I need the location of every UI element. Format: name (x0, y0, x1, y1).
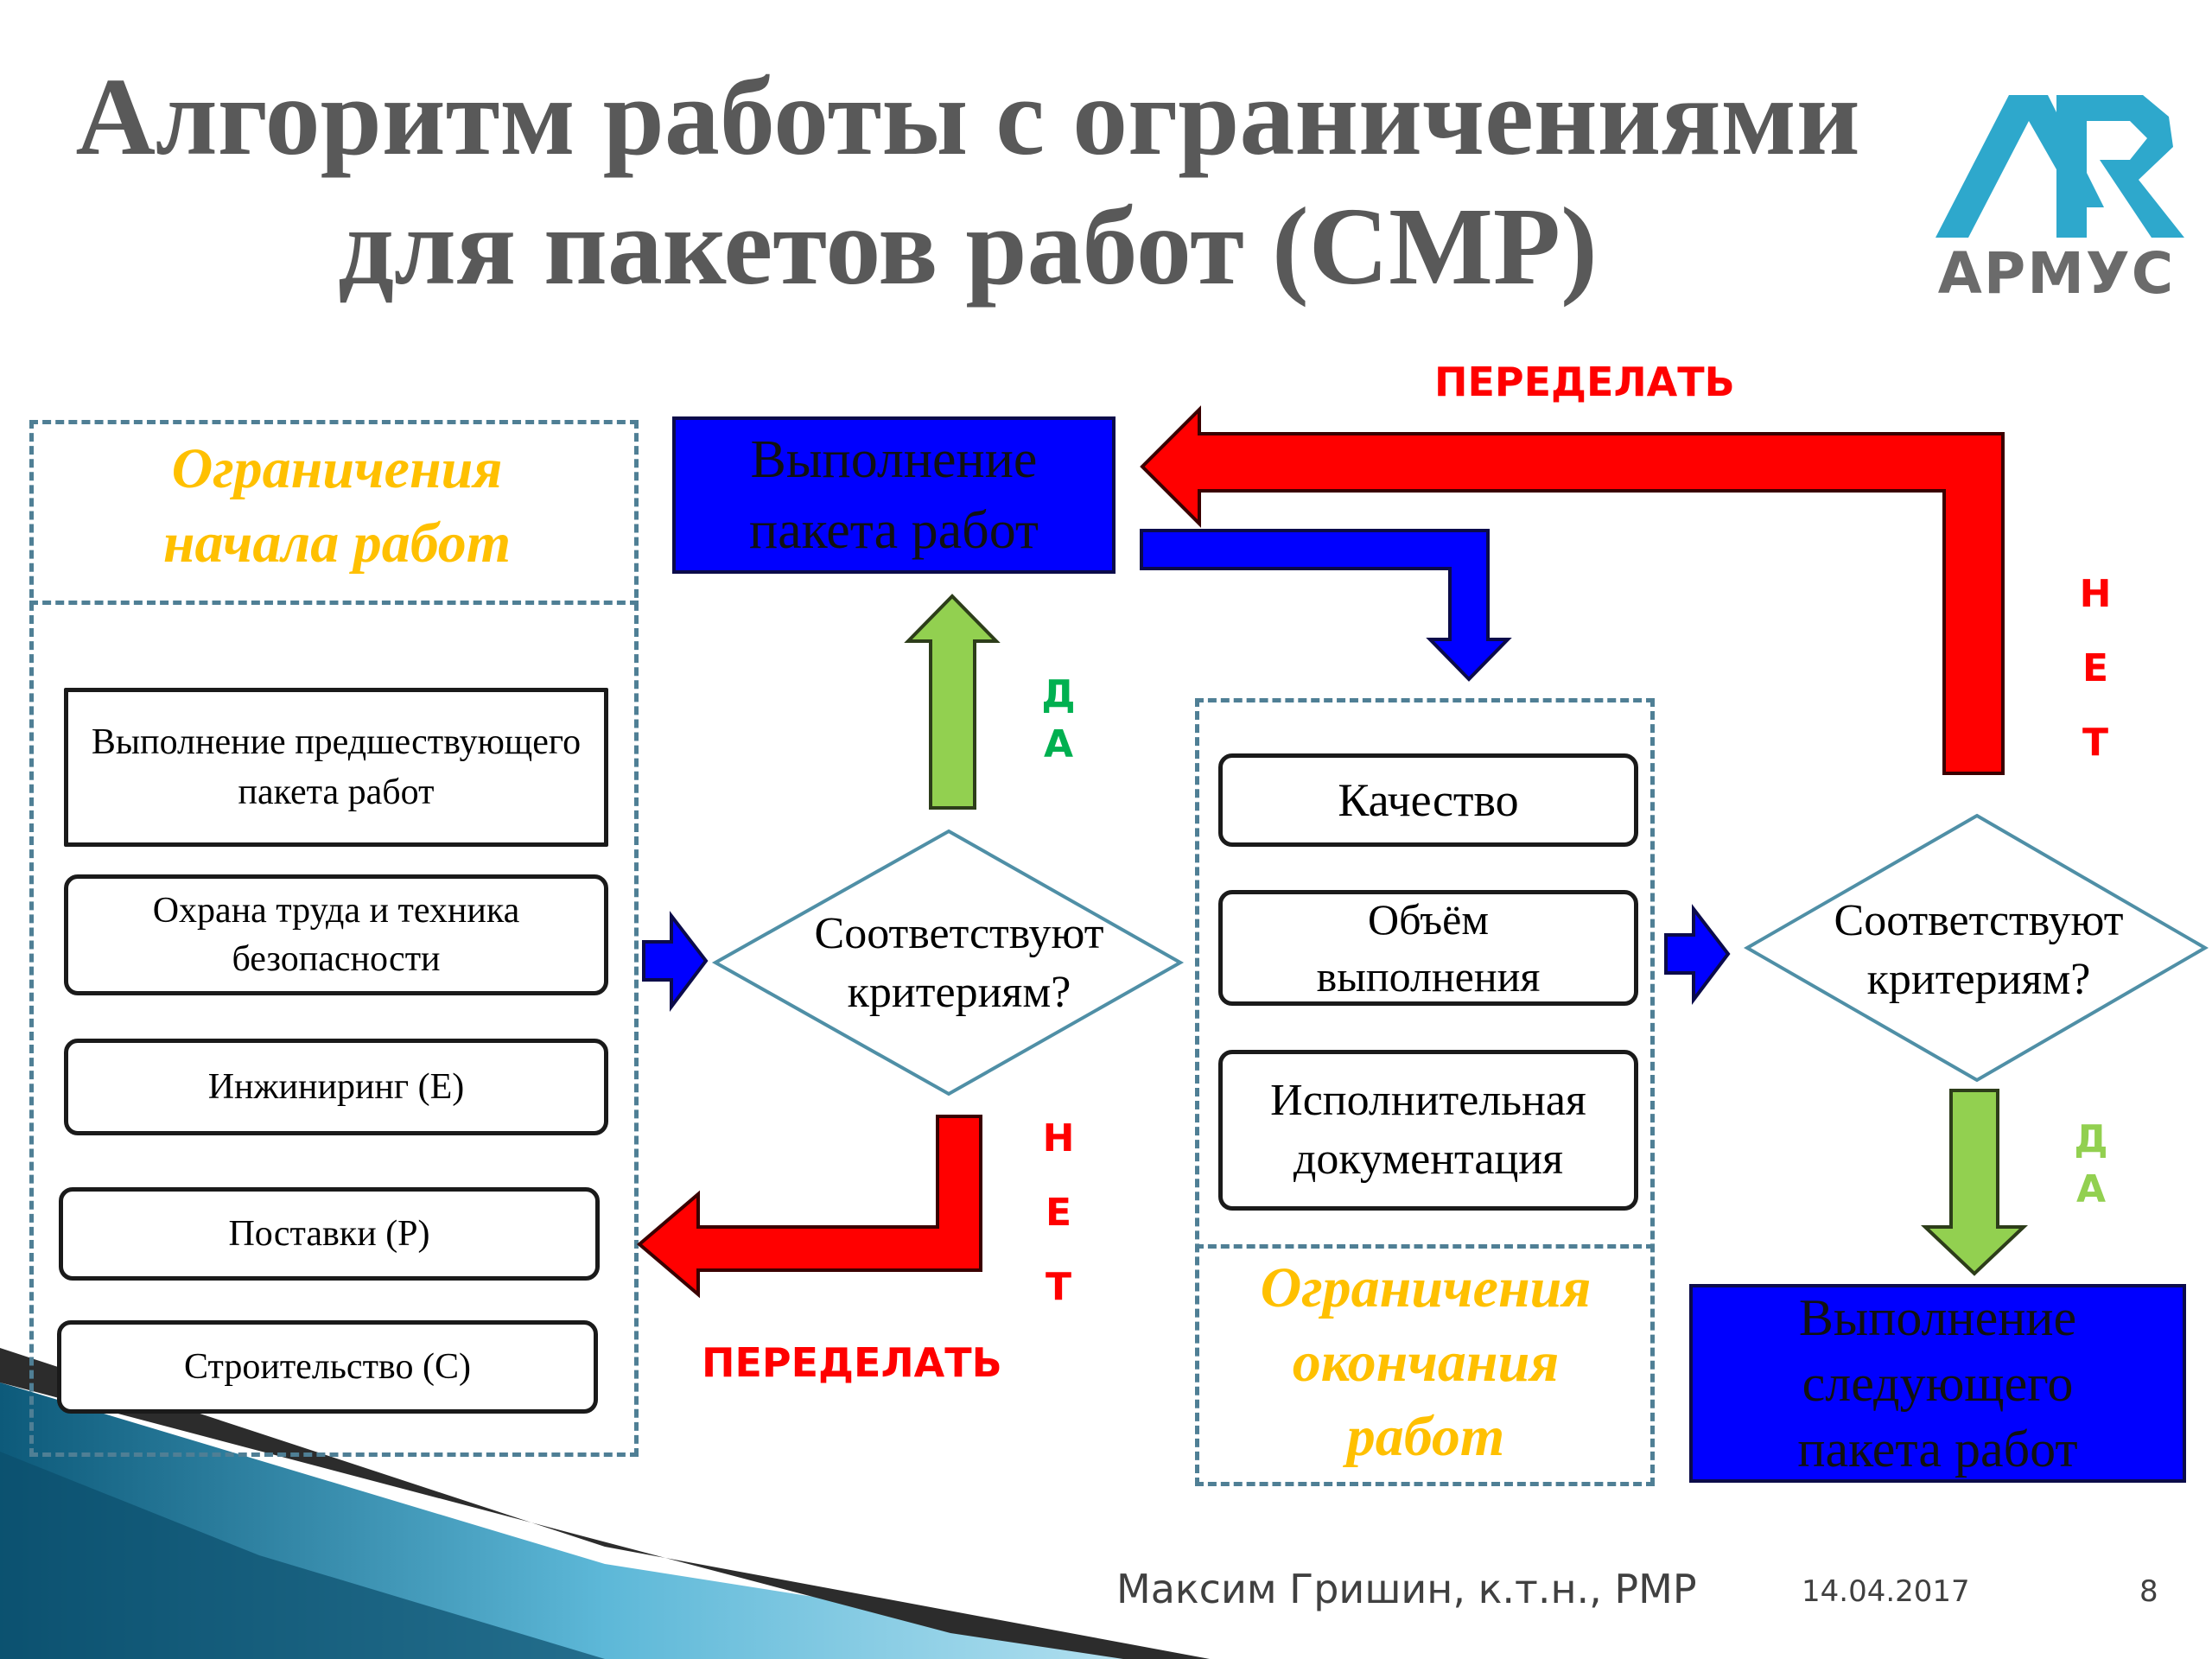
title-line-1: Алгоритм работы с ограничениями (75, 55, 1860, 178)
next-line-2: следующего (1802, 1355, 2074, 1412)
end-title-line-2: окончания (1292, 1331, 1560, 1394)
footer-author: Максим Гришин, к.т.н., PMP (1116, 1566, 1697, 1612)
constraint-label: Поставки (P) (228, 1214, 430, 1254)
end-item-label: Качество (1338, 774, 1519, 826)
yes-arrow-1 (904, 594, 1001, 810)
decision-1-line-1: Соответствуют (814, 909, 1104, 958)
start-title-line-1: Ограничения (171, 437, 503, 500)
decision-2-text: Соответствуют критериям? (1776, 886, 2182, 1015)
footer-date: 14.04.2017 (1802, 1574, 1970, 1609)
corner-decoration (0, 1348, 1210, 1659)
no-label-1: Н Е Т (1037, 1102, 1080, 1325)
no-letter: Е (1045, 1191, 1072, 1235)
yes-arrow-2 (1920, 1089, 2029, 1276)
decision-diamond-1 (711, 829, 1185, 1096)
end-item-quality: Качество (1218, 753, 1638, 847)
flow-arrow-exec-to-end (1140, 529, 1512, 682)
redo-label-bottom: ПЕРЕДЕЛАТЬ (702, 1339, 1002, 1386)
decision-diamond-2 (1743, 813, 2209, 1083)
constraint-item-procurement: Поставки (P) (59, 1187, 600, 1281)
constraint-item-engineering: Инжиниринг (E) (64, 1039, 608, 1135)
end-title-line-3: работ (1346, 1405, 1505, 1468)
decision-2-line-2: критериям? (1866, 955, 2091, 1004)
start-constraints-title: Ограничения начала работ (35, 432, 639, 581)
logo-text: АРМУС (1937, 240, 2176, 307)
next-work-package-box: Выполнение следующего пакета работ (1689, 1284, 2186, 1483)
title-line-2: для пакетов работ (СМР) (338, 185, 1598, 308)
end-item-label: Объём выполнения (1316, 895, 1541, 1001)
end-panel-divider (1195, 1244, 1655, 1249)
redo-arrow-bottom (636, 1115, 982, 1299)
decision-1-text: Соответствуют критериям? (760, 899, 1158, 1028)
redo-label-top: ПЕРЕДЕЛАТЬ (1434, 359, 1735, 405)
end-item-documentation: Исполнительная документация (1218, 1050, 1638, 1211)
constraint-label: Выполнение предшествующего пакета работ (91, 722, 582, 812)
flow-arrow-end-to-decision2 (1664, 904, 1731, 1005)
constraint-label: Охрана труда и техника безопасности (152, 891, 520, 979)
work-package-execution-box: Выполнение пакета работ (672, 416, 1116, 574)
yes-label-1: Д А (1037, 670, 1080, 770)
end-constraints-panel (1195, 698, 1655, 1486)
yes-letter: Д (1041, 672, 1076, 716)
start-constraints-panel (29, 420, 639, 1457)
no-letter: Н (1042, 1116, 1075, 1160)
next-line-1: Выполнение (1798, 1289, 2077, 1346)
constraint-label: Инжиниринг (E) (207, 1067, 465, 1107)
no-letter: Т (2082, 721, 2108, 765)
constraint-label: Строительство (C) (184, 1347, 471, 1387)
end-item-volume: Объём выполнения (1218, 890, 1638, 1006)
exec-line-1: Выполнение (750, 430, 1038, 489)
no-letter: Т (1045, 1265, 1071, 1309)
yes-letter: Д (2074, 1117, 2108, 1161)
flow-arrow-start-to-decision1 (642, 911, 709, 1012)
yes-letter: А (2075, 1167, 2107, 1211)
decision-1-line-2: критериям? (847, 968, 1071, 1017)
constraint-item-construction: Строительство (C) (57, 1320, 598, 1414)
decision-2-line-1: Соответствуют (1834, 896, 2124, 945)
constraint-item-predecessor: Выполнение предшествующего пакета работ (64, 688, 608, 847)
end-title-line-1: Ограничения (1260, 1256, 1592, 1319)
end-item-label: Исполнительная документация (1270, 1076, 1586, 1184)
start-panel-divider (29, 601, 639, 605)
footer-page-number: 8 (2139, 1574, 2158, 1609)
exec-line-2: пакета работ (748, 501, 1039, 560)
constraint-item-safety: Охрана труда и техника безопасности (64, 874, 608, 995)
no-letter: Е (2082, 646, 2109, 690)
yes-label-2: Д А (2069, 1115, 2113, 1215)
slide-title: Алгоритм работы с ограничениями для паке… (52, 52, 1884, 311)
next-line-3: пакета работ (1797, 1421, 2078, 1478)
no-label-2: Н Е Т (2074, 557, 2117, 780)
yes-letter: А (1043, 722, 1074, 766)
start-title-line-2: начала работ (162, 512, 512, 575)
redo-arrow-top (1140, 405, 2005, 775)
end-constraints-title: Ограничения окончания работ (1201, 1251, 1650, 1474)
no-letter: Н (2079, 572, 2112, 616)
armus-logo-icon (1936, 95, 2184, 238)
